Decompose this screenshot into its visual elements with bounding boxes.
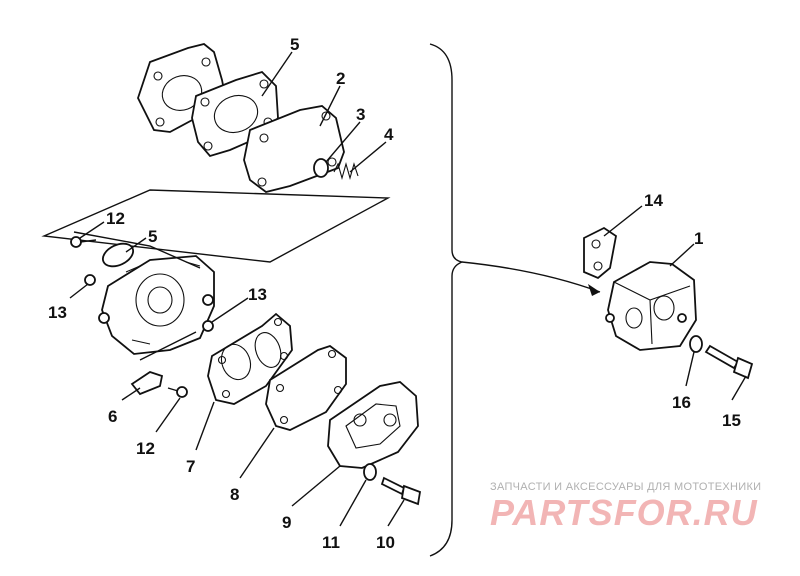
pump-cover-9 <box>327 381 419 469</box>
bolt-10 <box>380 476 422 506</box>
label-15: 15 <box>722 411 741 430</box>
label-11: 11 <box>322 533 340 552</box>
label-5-upper: 5 <box>290 35 299 54</box>
check-valve-cover-6-upper <box>101 242 135 268</box>
label-16: 16 <box>672 393 691 412</box>
label-1: 1 <box>694 229 703 248</box>
nut-13-right <box>202 320 214 332</box>
part-number-labels: 5 2 3 4 12 5 13 13 6 12 7 8 9 11 10 14 1… <box>48 35 741 552</box>
label-12-lower: 12 <box>136 439 155 458</box>
label-9: 9 <box>282 513 291 532</box>
label-13-left: 13 <box>48 303 67 322</box>
label-5-lower: 5 <box>148 227 157 246</box>
pump-body-left <box>98 255 215 355</box>
label-13-right: 13 <box>248 285 267 304</box>
screw-12-lower <box>167 386 188 398</box>
label-10: 10 <box>376 533 395 552</box>
gasket-7 <box>207 312 293 405</box>
label-12-upper: 12 <box>106 209 125 228</box>
group-outline-lower <box>73 231 201 361</box>
label-2: 2 <box>336 69 345 88</box>
assembly-arrow <box>461 261 601 296</box>
screw-12-upper <box>70 236 97 248</box>
washer-3 <box>313 158 329 178</box>
label-8: 8 <box>230 485 239 504</box>
bolt-15 <box>704 344 754 380</box>
leader-lines <box>69 51 747 527</box>
spring-4 <box>333 161 359 181</box>
diaphragm-8 <box>265 344 347 431</box>
fuel-pump-assembly-1 <box>605 261 697 351</box>
label-3: 3 <box>356 105 365 124</box>
nut-13-left <box>84 274 96 286</box>
group-outline-upper <box>41 189 391 263</box>
watermark-logo: PARTSFOR.RU <box>490 492 758 533</box>
washer-11 <box>363 463 377 481</box>
assembly-bracket <box>429 43 465 557</box>
gasket-14 <box>583 226 617 280</box>
label-14: 14 <box>644 191 663 210</box>
watermark-caption: ЗАПЧАСТИ И АКСЕССУАРЫ ДЛЯ МОТОТЕХНИКИ <box>490 481 762 493</box>
label-4: 4 <box>384 125 394 144</box>
label-7: 7 <box>186 457 195 476</box>
label-6: 6 <box>108 407 117 426</box>
washer-16 <box>689 335 703 353</box>
